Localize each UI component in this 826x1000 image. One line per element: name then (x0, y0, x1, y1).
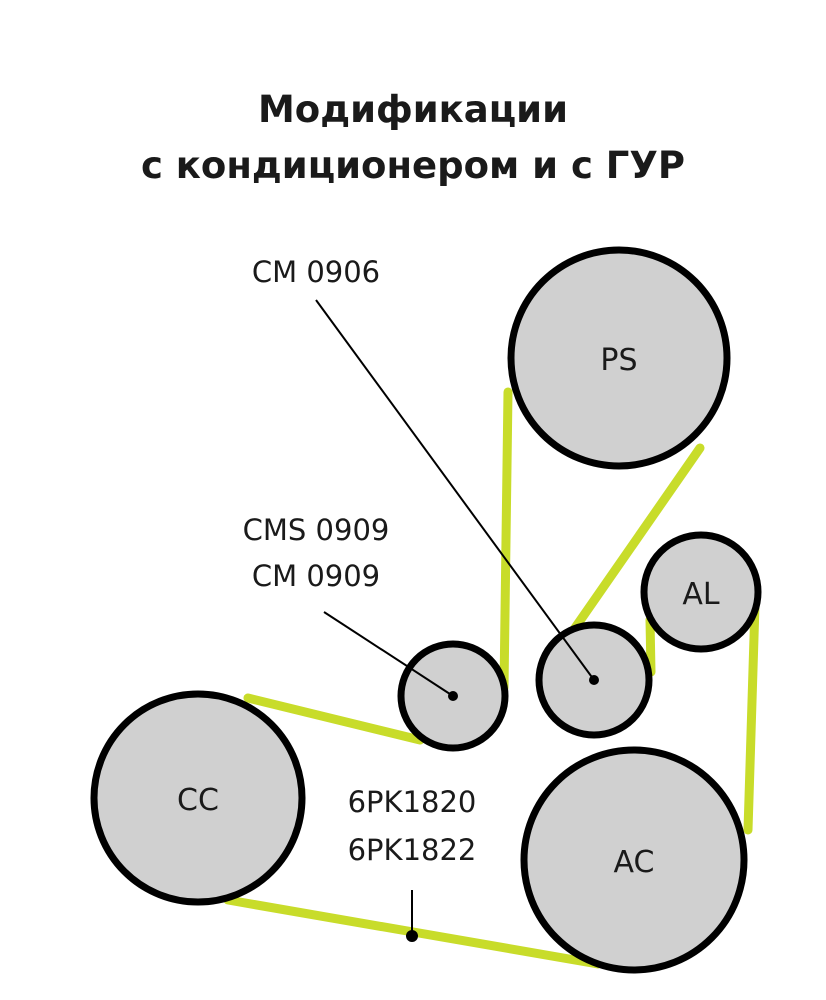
title-line-1: Модификации (257, 88, 569, 131)
pulley-ps-label: PS (600, 343, 637, 378)
pulley-cc-circle (90, 690, 306, 906)
diagram-title: Модификации с кондиционером и с ГУР (0, 82, 826, 194)
leader-line-idler (315, 299, 595, 681)
pulley-al-circle (640, 531, 762, 653)
pulley-ps-circle (507, 246, 731, 470)
pulley-al: AL (640, 531, 762, 653)
title-line-2: с кондиционером и с ГУР (140, 144, 685, 187)
belt-segment-cc-tensioner (243, 693, 425, 745)
pulley-ac-label: AC (614, 845, 655, 880)
belt-segment-ps-tensioner (499, 387, 513, 693)
pulley-al-label: AL (682, 577, 720, 612)
belt-part-label-1: 6PK1820 (348, 785, 477, 819)
pulley-ps: PS (507, 246, 731, 470)
pulley-ac-circle (520, 746, 748, 974)
belt-segment-al-ac (743, 600, 760, 835)
pulley-cc: CC (90, 690, 306, 906)
belt-part-label-2: 6PK1822 (348, 833, 477, 867)
belt-marker-dot (406, 930, 418, 942)
pulley-ac: AC (520, 746, 748, 974)
pulley-cc-label: CC (177, 783, 219, 818)
tensioner-part-label-1: CMS 0909 (243, 513, 390, 547)
idler-part-label: CM 0906 (252, 255, 380, 289)
leader-line-tensioner (323, 611, 454, 697)
belt-segment-idler-al (645, 615, 656, 677)
belt-segment-ps-idler (563, 443, 705, 643)
tensioner-part-label-2: CM 0909 (252, 559, 380, 593)
